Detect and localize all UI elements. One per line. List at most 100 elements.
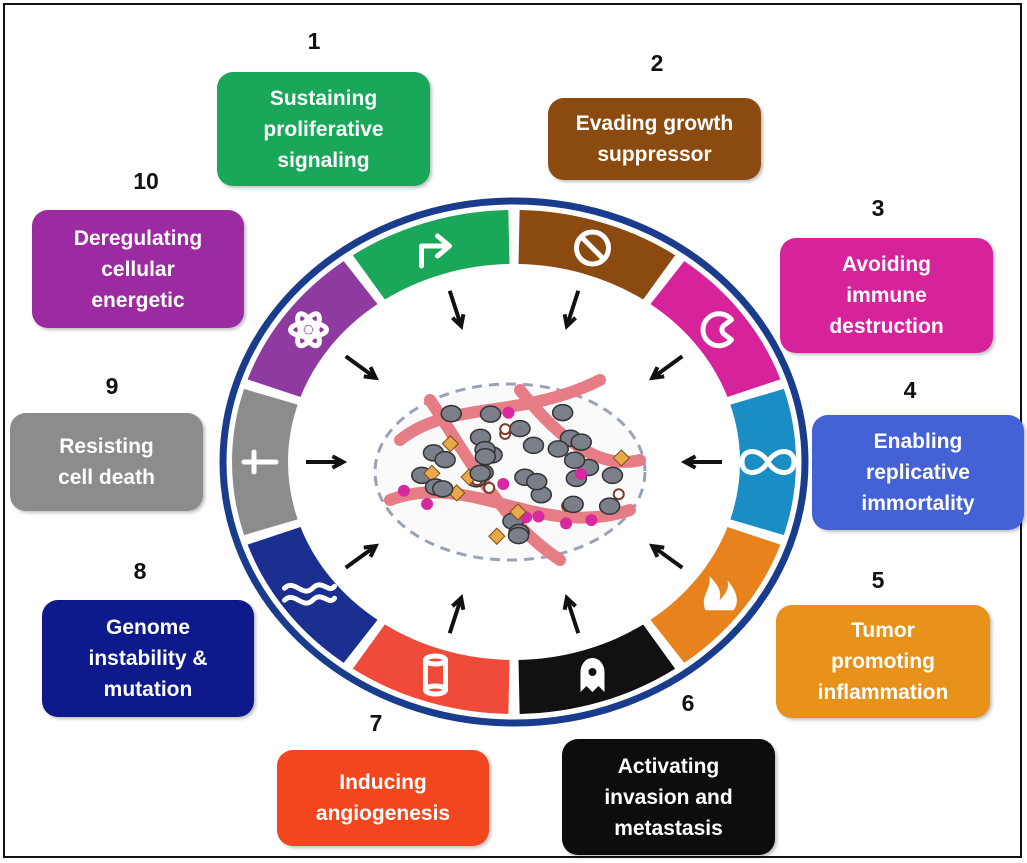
fibroblast bbox=[447, 484, 466, 502]
hallmark-box-5: Tumor promoting inflammation bbox=[776, 605, 990, 718]
arrow-head-8 bbox=[363, 543, 380, 558]
inward-arrow-10 bbox=[344, 354, 377, 380]
hallmark-6-line-1: Activating bbox=[617, 754, 720, 778]
hallmark-box-8: Genome instability & mutation bbox=[42, 600, 254, 717]
hallmark-1-line-3: signaling bbox=[277, 148, 370, 172]
inward-arrows bbox=[306, 290, 722, 634]
tumor-cell bbox=[469, 464, 491, 483]
arrow-head-9 bbox=[331, 454, 348, 470]
hallmark-3-line-3: destruction bbox=[829, 315, 944, 338]
hallmark-5-line-3: inflammation bbox=[817, 681, 949, 704]
hallmark-number-10: 10 bbox=[133, 168, 159, 194]
hallmark-number-5: 5 bbox=[871, 567, 885, 593]
tumor-cell bbox=[522, 436, 545, 455]
outer-ring bbox=[219, 197, 809, 727]
immune-cell bbox=[574, 467, 587, 480]
fibroblast bbox=[423, 464, 441, 483]
arrow-head-2 bbox=[562, 313, 577, 330]
tumor-cell bbox=[563, 451, 586, 470]
inward-arrow-8 bbox=[344, 544, 377, 570]
tumor-cell bbox=[547, 440, 569, 458]
hallmark-10-line-1: Deregulating bbox=[73, 226, 203, 250]
hallmark-5-line-1: Tumor bbox=[851, 619, 915, 642]
hallmark-4-line-3: immortality bbox=[861, 492, 975, 515]
inward-arrow-1 bbox=[447, 290, 464, 327]
atom-icon bbox=[288, 311, 330, 349]
immune-cell bbox=[585, 514, 598, 527]
hallmark-box-3: Avoiding immune destruction bbox=[780, 238, 993, 353]
hallmark-box-4: Enabling replicative immortality bbox=[812, 415, 1024, 530]
tumor-cell bbox=[431, 480, 454, 498]
hallmark-2-line-2: suppressor bbox=[597, 143, 712, 166]
hallmark-box-6: Activating invasion and metastasis bbox=[562, 739, 775, 855]
arrow-head-5 bbox=[648, 543, 665, 558]
hallmark-3-line-2: immune bbox=[846, 284, 927, 307]
immune-cell bbox=[497, 477, 510, 490]
tumor-illustration bbox=[373, 374, 647, 566]
tumor-cell bbox=[562, 495, 584, 514]
hallmark-number-4: 4 bbox=[903, 377, 917, 403]
hallmark-box-2: Evading growth suppressor bbox=[548, 98, 761, 180]
arrow-head-6 bbox=[562, 594, 577, 611]
hallmark-10-line-2: cellular bbox=[101, 257, 175, 281]
hallmark-7-line-1: Inducing bbox=[339, 771, 427, 794]
hallmark-2-line-1: Evading growth bbox=[575, 112, 734, 135]
fibroblast bbox=[612, 449, 631, 467]
cross-icon bbox=[241, 449, 279, 475]
arrow-head-4 bbox=[680, 454, 697, 470]
immune-cell bbox=[421, 497, 434, 510]
inward-arrow-2 bbox=[564, 290, 581, 327]
wheel-segment-1 bbox=[352, 210, 510, 300]
vessel-icon bbox=[423, 653, 449, 697]
wheel-segment-10 bbox=[247, 261, 378, 398]
arrow-head-10 bbox=[363, 366, 380, 381]
hallmark-box-1: Sustaining proliferative signaling bbox=[217, 72, 430, 186]
flame-icon bbox=[703, 576, 737, 611]
hallmark-6-line-2: invasion and bbox=[604, 785, 733, 809]
prohibition-icon bbox=[573, 229, 611, 267]
tumor-cell bbox=[509, 419, 531, 438]
arrow-head-3 bbox=[648, 366, 665, 381]
arrow-icon bbox=[419, 233, 453, 269]
hallmark-1-line-2: proliferative bbox=[263, 117, 384, 141]
hallmark-7-line-2: angiogenesis bbox=[315, 802, 451, 825]
tumor-cell bbox=[440, 404, 462, 423]
tumor-cell bbox=[474, 447, 497, 466]
inward-arrow-7 bbox=[447, 597, 464, 634]
inward-arrow-5 bbox=[651, 544, 684, 570]
segment-icons bbox=[241, 229, 797, 697]
wheel-segment-8 bbox=[247, 526, 378, 663]
tumor-cell bbox=[507, 526, 530, 545]
immune-cell bbox=[397, 484, 410, 497]
ghost-cell-icon bbox=[580, 657, 605, 692]
fibroblast bbox=[488, 527, 506, 545]
hallmark-box-10: Deregulating cellular energetic bbox=[32, 210, 244, 328]
hallmark-4-line-1: Enabling bbox=[873, 430, 963, 453]
tumor-cell bbox=[601, 466, 624, 485]
immune-cell bbox=[502, 406, 515, 419]
hallmark-number-1: 1 bbox=[307, 28, 321, 54]
tumor-cell bbox=[570, 433, 592, 451]
wheel-segment-7 bbox=[352, 624, 510, 714]
tumor-cell bbox=[434, 450, 456, 469]
hallmark-box-9: Resisting cell death bbox=[10, 413, 203, 511]
wheel-segments bbox=[219, 197, 809, 727]
hallmark-number-6: 6 bbox=[681, 690, 695, 716]
tumor-cell bbox=[551, 403, 574, 422]
hallmark-5-line-2: promoting bbox=[831, 650, 935, 673]
immune-cell bbox=[560, 517, 573, 530]
hallmark-4-line-2: replicative bbox=[866, 461, 970, 484]
small-cell bbox=[612, 488, 625, 501]
hallmark-9-line-2: cell death bbox=[58, 466, 155, 489]
hallmark-9-line-1: Resisting bbox=[59, 435, 154, 458]
wheel-segment-4 bbox=[730, 388, 796, 536]
hallmark-number-8: 8 bbox=[133, 558, 147, 584]
wheel-segment-3 bbox=[650, 261, 781, 398]
infinity-icon bbox=[739, 449, 797, 475]
tumor-cell bbox=[598, 497, 621, 515]
hallmark-8-line-1: Genome bbox=[105, 616, 191, 639]
hallmark-number-7: 7 bbox=[369, 710, 383, 736]
small-cell bbox=[499, 423, 512, 436]
hallmark-number-9: 9 bbox=[105, 373, 119, 399]
